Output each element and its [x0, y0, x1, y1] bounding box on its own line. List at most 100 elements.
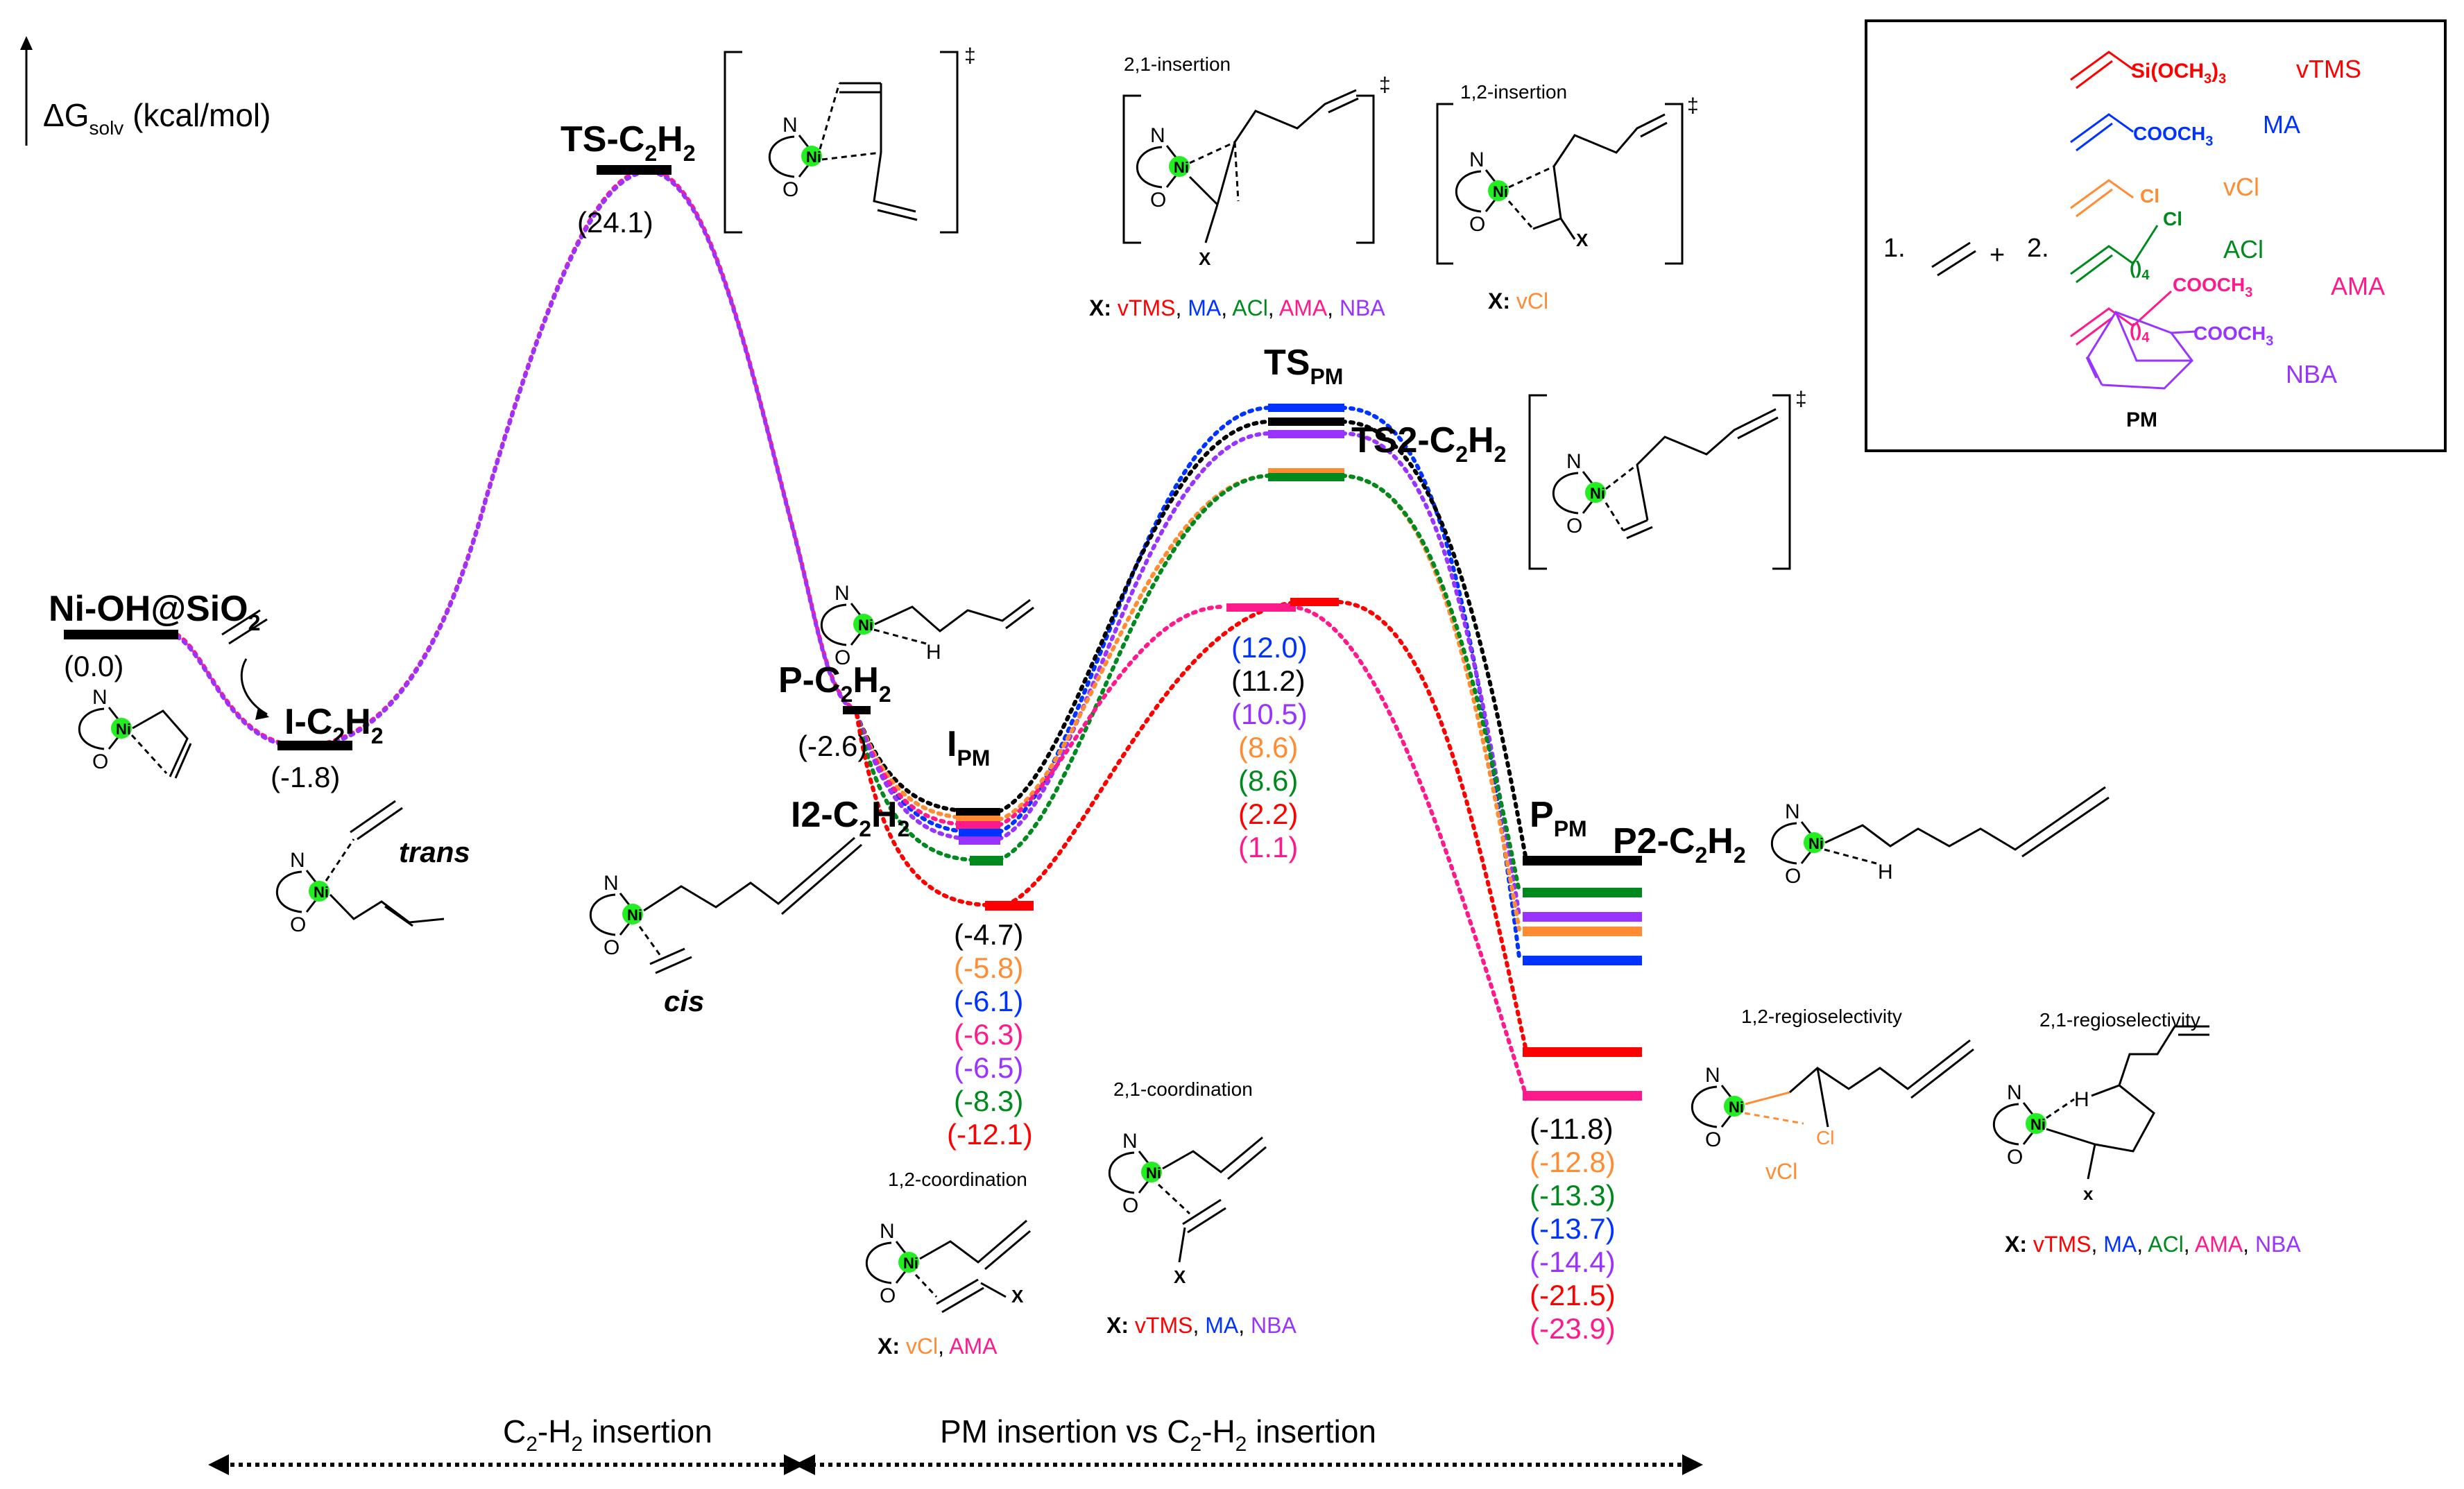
struct-p-c2h2: Ni N O H [820, 582, 1034, 669]
svg-text:‡: ‡ [1687, 94, 1699, 117]
svg-text:H: H [926, 641, 941, 664]
svg-text:N: N [2007, 1081, 2022, 1104]
svg-text:X: X [1011, 1286, 1024, 1307]
tspm-value: (12.0) [1231, 631, 1308, 664]
ppm-value: (-23.9) [1530, 1312, 1616, 1345]
y-axis-label: ΔGsolv (kcal/mol) [43, 97, 271, 139]
svg-text:N: N [1785, 800, 1800, 823]
svg-text:AMA: AMA [2331, 272, 2385, 300]
level-ipm-vtms [985, 901, 1034, 911]
label-i-pm: IPM [947, 724, 990, 771]
tspm-value: (1.1) [1238, 831, 1298, 863]
value-p-c2h2: (-2.6) [798, 730, 867, 762]
section-left-label: C2-H2 insertion [503, 1413, 712, 1456]
label-p2-c2h2: P2-C2H2 [1613, 821, 1746, 868]
svg-text:N: N [92, 686, 108, 709]
level-i-c2h2 [277, 741, 352, 750]
svg-text:N: N [835, 582, 850, 605]
xlist-12-insertion: X: vCl [1488, 289, 1548, 313]
svg-text:Ni: Ni [858, 617, 873, 634]
level-tspm-acl [1268, 473, 1344, 481]
svg-text:‡: ‡ [964, 44, 976, 67]
ipm-value: (-5.8) [954, 952, 1023, 984]
svg-text:Ni: Ni [1808, 835, 1824, 852]
legend-vtms: Si(OCH3)3 vTMS [2070, 51, 2361, 89]
svg-text:COOCH3: COOCH3 [2173, 274, 2252, 300]
xlist-21-regio: X: vTMS, MA, ACl, AMA, NBA [2005, 1232, 2301, 1257]
svg-text:‡: ‡ [1795, 388, 1807, 411]
svg-text:1,2-coordination: 1,2-coordination [888, 1169, 1027, 1190]
svg-text:ACl: ACl [2223, 235, 2264, 264]
level-tspm-ama [1226, 603, 1296, 612]
svg-text:O: O [604, 936, 619, 959]
struct-ni-allyl: Ni N O [78, 686, 192, 779]
ipm-value: (-8.3) [954, 1085, 1023, 1117]
ipm-values: (-4.7) (-5.8) (-6.1) (-6.3) (-6.5) (-8.3… [947, 918, 1033, 1151]
svg-text:Ni: Ni [1146, 1164, 1161, 1182]
level-ts-c2h2 [597, 165, 671, 175]
level-ppm-vcl [1523, 927, 1642, 936]
ppm-value: (-12.8) [1530, 1146, 1616, 1178]
svg-text:N: N [1150, 124, 1165, 147]
section-indicators: C2-H2 insertion PM insertion vs C2-H2 in… [208, 1413, 1703, 1475]
svg-text:NBA: NBA [2286, 360, 2337, 388]
struct-21-insertion: 2,1-insertion ‡ Ni N O X X: vTMS, MA, AC… [1089, 53, 1391, 320]
label-ni-oh: Ni-OH@SiO2 [49, 589, 260, 635]
level-ppm-black [1523, 856, 1642, 866]
svg-text:O: O [2007, 1146, 2023, 1169]
tspm-value: (2.2) [1238, 798, 1298, 830]
legend-vcl: Cl vCl [2070, 173, 2259, 218]
svg-text:Ni: Ni [627, 906, 642, 924]
level-ppm-acl [1523, 888, 1642, 897]
svg-text:N: N [782, 114, 798, 137]
ppm-value: (-13.7) [1530, 1212, 1616, 1245]
ipm-value: (-6.3) [954, 1018, 1023, 1051]
svg-text:Si(OCH3)3: Si(OCH3)3 [2131, 60, 2226, 87]
svg-text:O: O [1122, 1194, 1138, 1217]
level-tspm-vcl [1268, 468, 1344, 475]
xlist-21-coordination: X: vTMS, MA, NBA [1106, 1313, 1297, 1338]
svg-text:COOCH3: COOCH3 [2193, 322, 2273, 349]
svg-text:Ni: Ni [116, 721, 131, 738]
label-cis: cis [664, 985, 704, 1017]
svg-text:‡: ‡ [1379, 74, 1391, 96]
tspm-value: (8.6) [1238, 764, 1298, 797]
ppm-value: (-21.5) [1530, 1279, 1616, 1311]
level-p-c2h2 [843, 706, 871, 714]
svg-text:Ni: Ni [1174, 159, 1189, 176]
svg-text:COOCH3: COOCH3 [2133, 123, 2213, 149]
svg-text:N: N [1566, 450, 1582, 473]
svg-text:O: O [835, 646, 850, 669]
svg-text:x: x [2083, 1183, 2094, 1204]
svg-text:2.: 2. [2027, 234, 2049, 263]
svg-text:O: O [1150, 189, 1166, 212]
level-ppm-ma [1523, 956, 1642, 965]
svg-text:1,2-regioselectivity: 1,2-regioselectivity [1741, 1006, 1902, 1027]
monomer-legend: 1. + 2. Si(OCH3)3 vTMS COOCH3 MA Cl vCl … [1865, 19, 2447, 452]
level-tspm-ma [1268, 404, 1344, 412]
section-right-label: PM insertion vs C2-H2 insertion [940, 1413, 1376, 1456]
ppm-value: (-14.4) [1530, 1246, 1616, 1278]
svg-text:O: O [1566, 515, 1582, 537]
struct-12-coordination: 1,2-coordination Ni N O X X: vCl, AMA [865, 1169, 1031, 1359]
ipm-value: (-4.7) [954, 918, 1023, 951]
svg-text:MA: MA [2263, 110, 2300, 139]
svg-text:O: O [1469, 213, 1485, 236]
label-p-c2h2: P-C2H2 [778, 660, 891, 707]
level-tspm-vtms [1290, 598, 1339, 606]
svg-text:Cl: Cl [2140, 185, 2159, 207]
legend-pm-label: PM [2126, 408, 2157, 431]
svg-text:X: X [1199, 248, 1211, 269]
struct-12-regioselectivity: 1,2-regioselectivity Ni N O Cl vCl [1691, 1006, 1974, 1184]
svg-text:N: N [604, 872, 619, 895]
struct-21-regioselectivity: 2,1-regioselectivity Ni N O H x X: vTMS,… [1992, 1009, 2301, 1257]
level-ppm-ama [1523, 1091, 1642, 1101]
struct-12-insertion: 1,2-insertion ‡ Ni N O X X: vCl [1436, 81, 1699, 313]
svg-text:O: O [880, 1284, 896, 1307]
svg-text:Ni: Ni [314, 884, 329, 901]
level-ni-oh [64, 630, 178, 639]
xlist-21-insertion: X: vTMS, MA, ACl, AMA, NBA [1089, 295, 1385, 320]
ppm-value: (-13.3) [1530, 1179, 1616, 1212]
svg-text:N: N [1705, 1064, 1720, 1087]
value-ni-oh: (0.0) [64, 650, 123, 682]
